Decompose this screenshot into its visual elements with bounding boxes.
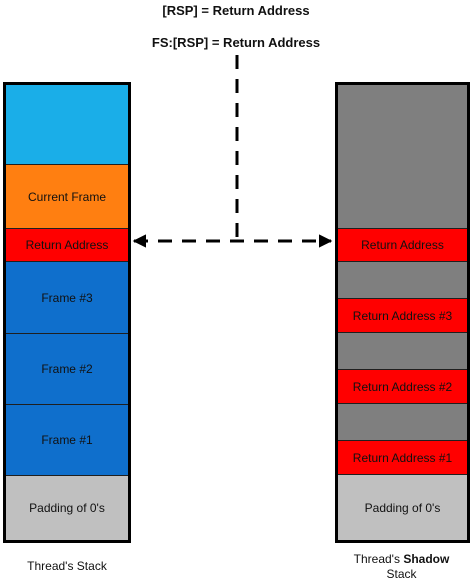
shadow-gap xyxy=(338,261,467,298)
thread-stack-caption: Thread's Stack xyxy=(27,559,107,573)
current-frame: Current Frame xyxy=(6,164,128,228)
stack-free-space xyxy=(6,85,128,164)
padding-zeros: Padding of 0's xyxy=(6,475,128,540)
frame-1: Frame #1 xyxy=(6,404,128,475)
frame-3: Frame #3 xyxy=(6,261,128,333)
shadow-caption-bold: Shadow xyxy=(403,552,450,566)
shadow-stack-caption: Thread's Shadow Stack xyxy=(331,552,472,582)
shadow-caption-suffix: Stack xyxy=(386,567,417,581)
return-address-slot: Return Address xyxy=(6,228,128,261)
shadow-stack: Return Address Return Address #3 Return … xyxy=(335,82,470,543)
fs-rsp-equation: FS:[RSP] = Return Address xyxy=(151,35,321,50)
thread-stack: Current Frame Return Address Frame #3 Fr… xyxy=(3,82,131,543)
shadow-padding-zeros: Padding of 0's xyxy=(338,474,467,540)
frame-2: Frame #2 xyxy=(6,333,128,404)
shadow-return-address-3: Return Address #3 xyxy=(338,298,467,332)
shadow-return-address-2: Return Address #2 xyxy=(338,369,467,403)
shadow-return-address-1: Return Address #1 xyxy=(338,440,467,474)
shadow-return-address: Return Address xyxy=(338,228,467,261)
shadow-gap xyxy=(338,332,467,369)
shadow-gap xyxy=(338,403,467,440)
shadow-caption-prefix: Thread's xyxy=(353,552,400,566)
shadow-unused-space xyxy=(338,85,467,228)
rsp-equation: [RSP] = Return Address xyxy=(162,3,310,18)
